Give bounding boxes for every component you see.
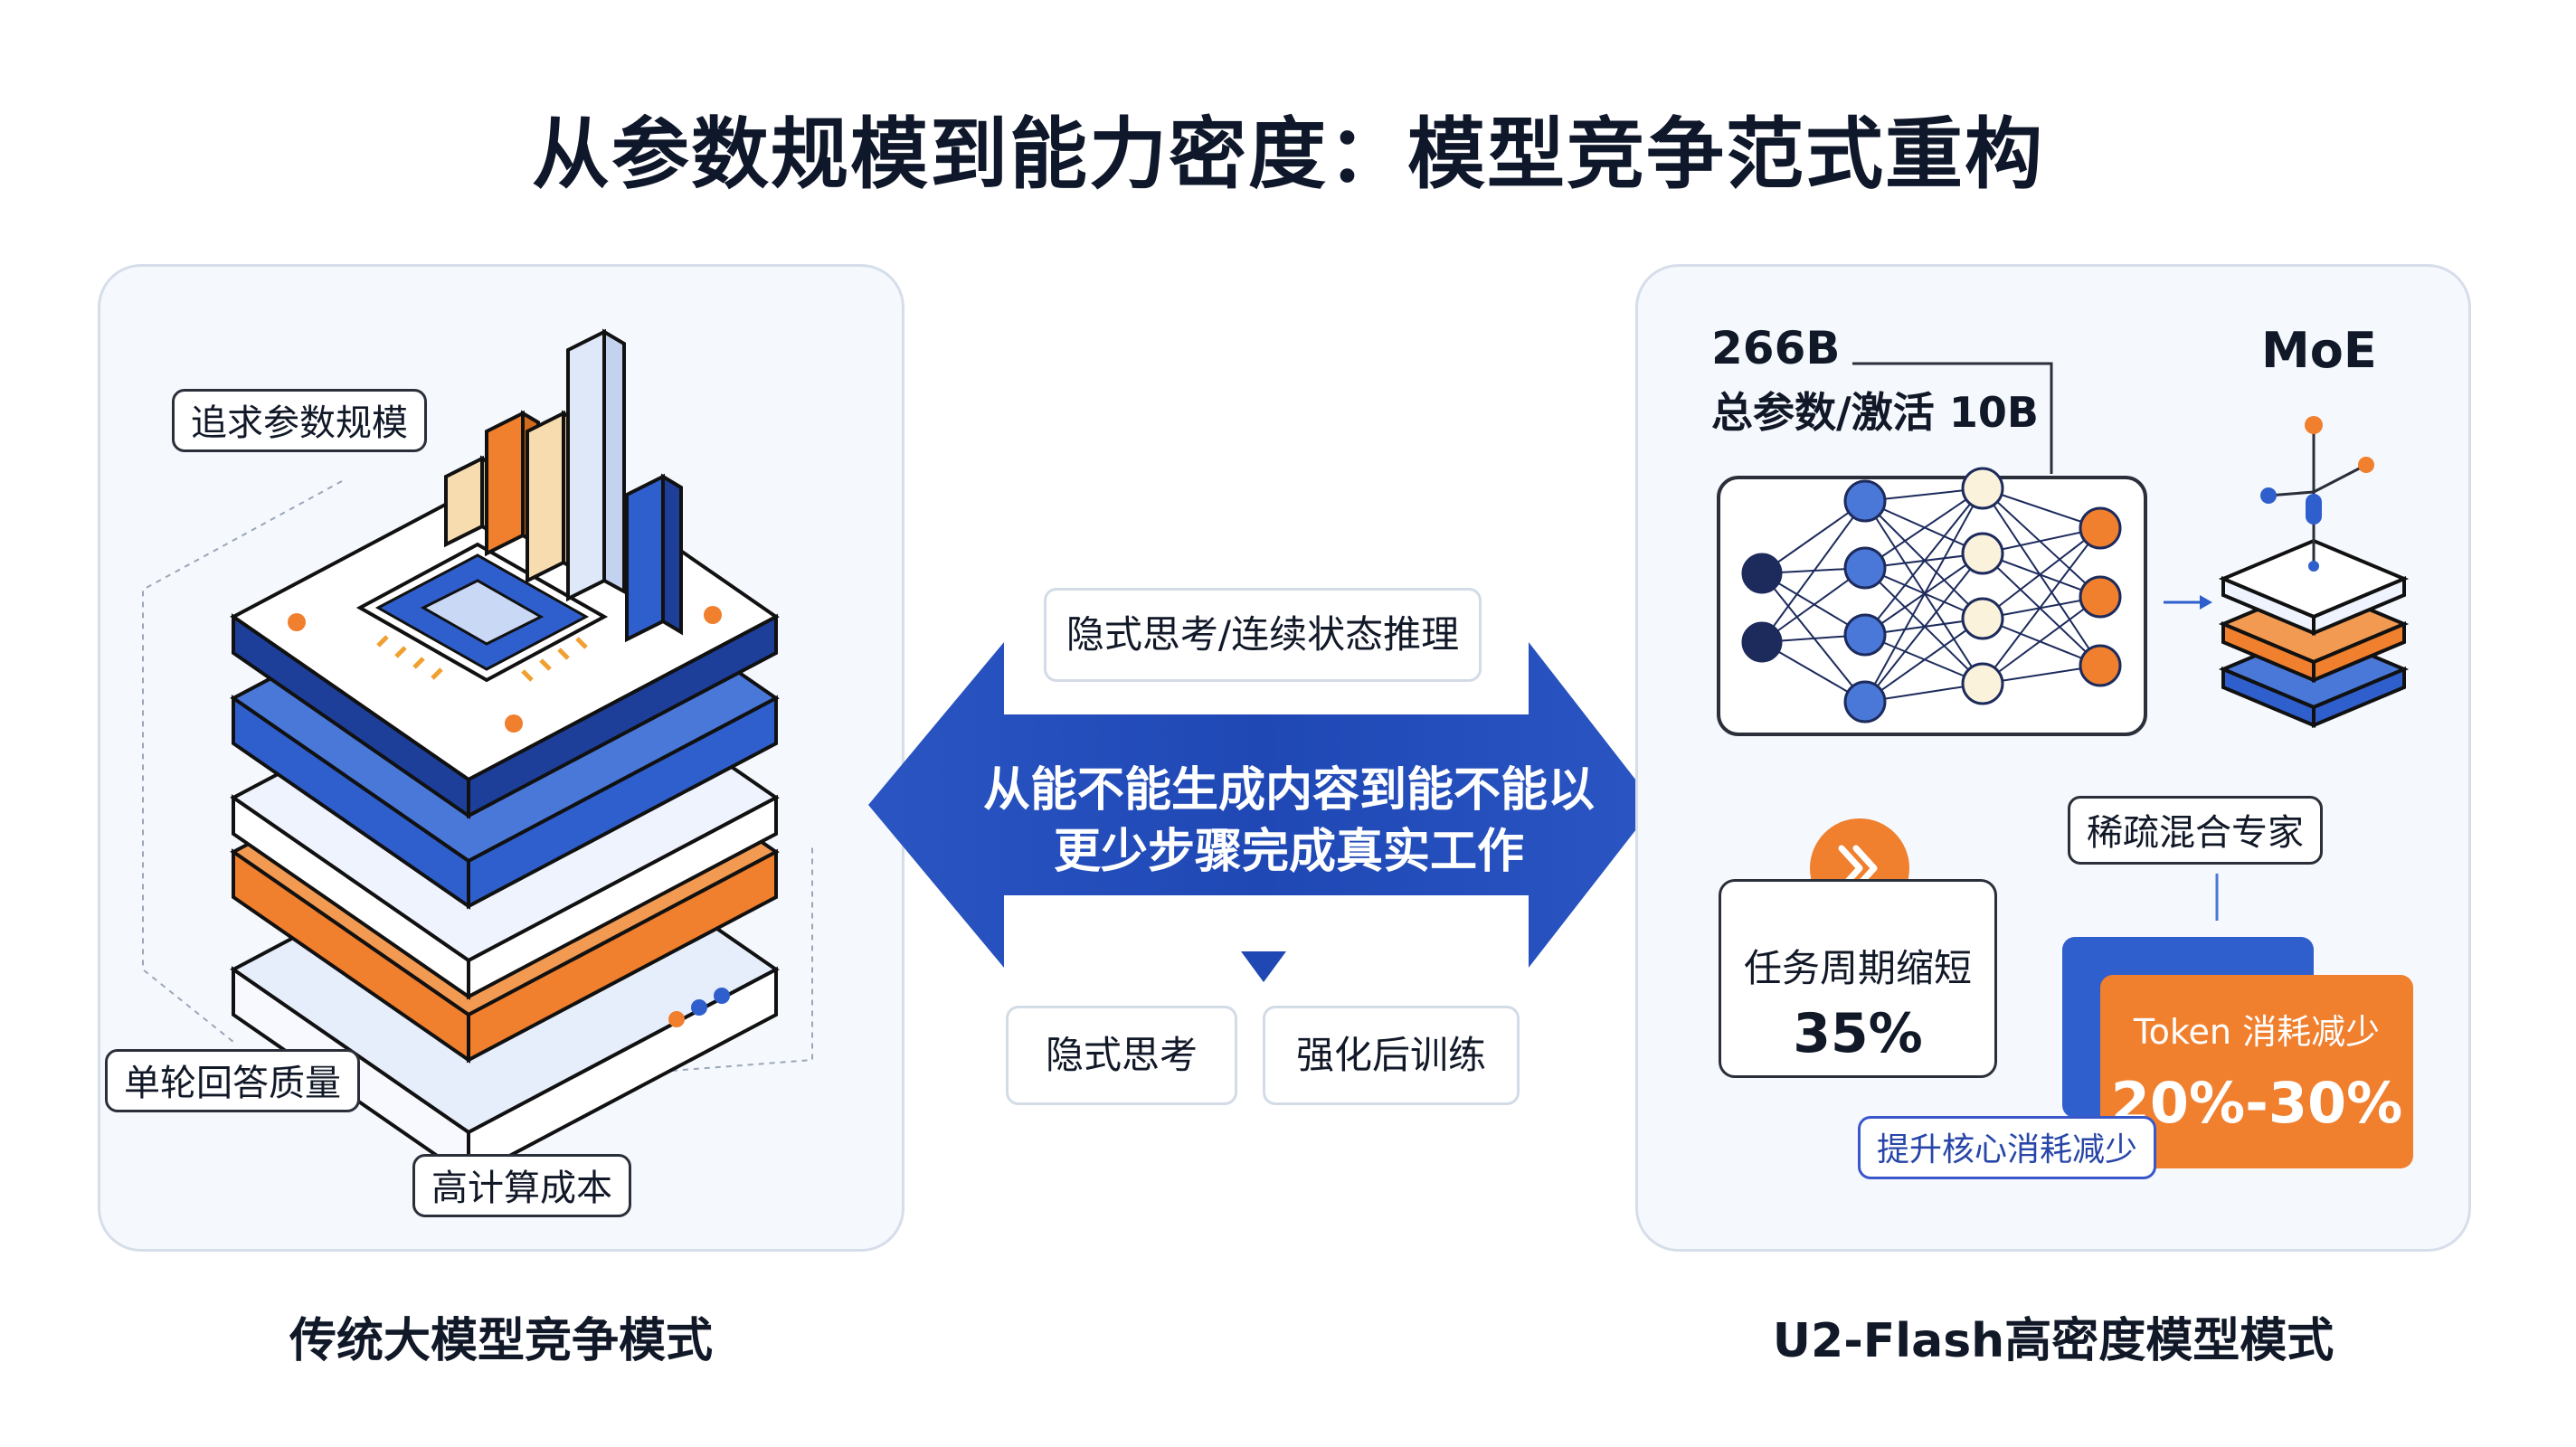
implicit-thinking-box: 隐式思考 (1006, 1006, 1237, 1105)
traditional-caption: 传统大模型竞争模式 (289, 1314, 713, 1368)
neural-network-diagram (1717, 362, 2410, 736)
paradigm-text-line2: 更少步骤完成真实工作 (1053, 825, 1524, 879)
status-dot-blue (714, 988, 730, 1004)
task-cycle-value: 35% (1793, 1002, 1923, 1065)
moe-label: MoE (2261, 322, 2377, 379)
moe-stack-illustration (2218, 538, 2410, 729)
tag-high-compute-cost: 高计算成本 (412, 1154, 631, 1217)
implicit-reasoning-box: 隐式思考/连续状态推理 (1044, 588, 1482, 682)
tag-single-turn-quality: 单轮回答质量 (105, 1049, 360, 1112)
status-dot-blue (691, 999, 707, 1016)
connector-line (2215, 874, 2219, 921)
paradigm-shift-text: 从能不能生成内容到能不能以 更少步骤完成真实工作 (904, 760, 1673, 883)
bar-chart-illustration (444, 328, 683, 643)
status-dot-orange (668, 1011, 685, 1027)
task-cycle-metric: 任务周期缩短 35% (1719, 879, 1997, 1078)
expert-routing-icon (2260, 416, 2374, 572)
tag-parameter-scale: 追求参数规模 (172, 389, 427, 452)
u2-flash-caption: U2-Flash高密度模型模式 (1772, 1314, 2334, 1368)
dashed-guides (142, 480, 813, 1089)
core-consumption-tag: 提升核心消耗减少 (1858, 1116, 2157, 1179)
arrow-right-icon (2164, 595, 2212, 610)
chip-icon (420, 579, 545, 646)
network-nodes (1741, 467, 2122, 724)
paradigm-shift-arrow (868, 642, 1655, 968)
token-reduction-label: Token 消耗减少 (2133, 1012, 2381, 1052)
sparse-expert-tag: 稀疏混合专家 (2068, 796, 2323, 865)
traditional-stack-illustration (142, 328, 813, 1181)
total-params-value: 266B (1711, 322, 1841, 374)
page-title: 从参数规模到能力密度：模型竞争范式重构 (532, 109, 2044, 200)
active-params-label: 总参数/激活 10B (1711, 388, 2039, 437)
token-reduction-value: 20%-30% (2110, 1070, 2403, 1136)
task-cycle-label: 任务周期缩短 (1743, 946, 1972, 990)
down-triangle-icon (1241, 951, 1286, 982)
reinforced-post-training-box: 强化后训练 (1263, 1006, 1520, 1105)
paradigm-text-line1: 从能不能生成内容到能不能以 (982, 763, 1595, 818)
